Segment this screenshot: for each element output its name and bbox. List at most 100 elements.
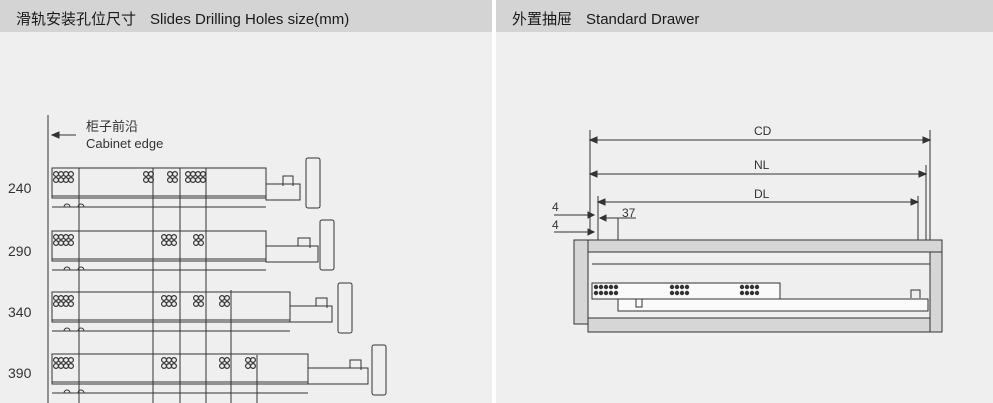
drill-hole [57, 295, 64, 302]
drill-hole [62, 171, 69, 178]
drill-hole [219, 301, 226, 308]
hole-offset-label: 37 [622, 206, 636, 220]
drill-hole [52, 177, 59, 184]
drill-hole [198, 295, 205, 302]
drawer-hole [669, 290, 675, 296]
cd-label: CD [754, 124, 772, 138]
title-zh-right: 外置抽屉 [512, 11, 573, 28]
drill-hole [198, 240, 205, 247]
panel-title-left: 滑轨安装孔位尺寸 Slides Drilling Holes size(mm) [16, 8, 349, 29]
drill-hole [167, 171, 174, 178]
drawer-hole [608, 290, 614, 296]
row-label-290: 290 [8, 243, 32, 259]
drill-hole [200, 171, 207, 178]
drawer-hole [674, 284, 680, 290]
drill-hole [193, 295, 200, 302]
slide-rail [51, 230, 267, 262]
drawer-hole [608, 284, 614, 290]
drill-hole [185, 171, 192, 178]
drill-hole [67, 240, 74, 247]
drill-hole [161, 363, 168, 370]
drawer-hole-group [593, 284, 760, 296]
drill-hole [190, 171, 197, 178]
standard-drawer-panel: 外置抽屉 Standard Drawer [496, 0, 993, 403]
row-label-390: 390 [8, 365, 32, 381]
drill-hole [62, 177, 69, 184]
drill-hole [52, 301, 59, 308]
slide-hook [297, 237, 311, 248]
slide-end-cap [319, 219, 335, 271]
drill-hole [57, 301, 64, 308]
slide-extension [265, 245, 319, 263]
hole-pattern-group [52, 171, 257, 370]
slide-row-240 [51, 157, 321, 209]
drill-hole [219, 295, 226, 302]
drill-hole [143, 171, 150, 178]
drill-hole [57, 240, 64, 247]
slide-rail [51, 167, 267, 199]
drawer-hole [598, 284, 604, 290]
drill-hole [190, 177, 197, 184]
slide-end-cap [337, 282, 353, 334]
slide-extension [307, 367, 369, 385]
slide-end-cap [371, 344, 387, 396]
drawer-hole [744, 284, 750, 290]
drill-hole [161, 357, 168, 364]
drill-hole [148, 171, 155, 178]
drill-hole [250, 363, 257, 370]
drill-hole [171, 301, 178, 308]
drill-hole [62, 363, 69, 370]
drill-hole [171, 234, 178, 241]
drawer-slide-runner [617, 298, 929, 312]
drill-hole [143, 177, 150, 184]
drawer-hole [749, 290, 755, 296]
drill-hole [67, 177, 74, 184]
drill-hole [250, 357, 257, 364]
drill-hole [161, 295, 168, 302]
slide-hook [282, 175, 294, 186]
drawer-hole [679, 284, 685, 290]
drawer-front [573, 239, 589, 325]
drawer-slide-hook [910, 289, 921, 298]
drill-hole [166, 240, 173, 247]
slide-extension [265, 183, 301, 201]
drawer-hole [593, 290, 599, 296]
drill-hole [171, 357, 178, 364]
drill-hole [166, 301, 173, 308]
title-zh-left: 滑轨安装孔位尺寸 [16, 11, 137, 28]
drill-hole [67, 363, 74, 370]
slide-hook [349, 359, 362, 370]
drill-hole [52, 295, 59, 302]
drill-hole [166, 357, 173, 364]
title-en-right: Standard Drawer [586, 11, 700, 28]
drill-hole [193, 240, 200, 247]
drill-hole [52, 171, 59, 178]
panel-title-right: 外置抽屉 Standard Drawer [512, 8, 699, 29]
slide-row-290 [51, 219, 335, 271]
drawer-bottom [587, 317, 931, 333]
drawer-hole [603, 290, 609, 296]
drill-hole [193, 301, 200, 308]
dl-label: DL [754, 187, 770, 201]
slides-drilling-diagram [47, 115, 387, 403]
slide-end-cap [305, 157, 321, 209]
drawer-hole [674, 290, 680, 296]
panel-header-right: 外置抽屉 Standard Drawer [496, 0, 993, 32]
drawer-hole [749, 284, 755, 290]
slide-extension [289, 305, 333, 323]
title-en-left: Slides Drilling Holes size(mm) [150, 11, 350, 28]
drill-hole [166, 363, 173, 370]
row-label-240: 240 [8, 180, 32, 196]
drill-hole [161, 301, 168, 308]
drill-hole [67, 357, 74, 364]
drill-hole [67, 295, 74, 302]
cabinet-edge-arrowhead [50, 131, 60, 139]
drill-hole [62, 295, 69, 302]
drawer-hole [603, 284, 609, 290]
drill-hole [166, 234, 173, 241]
drill-hole [245, 357, 252, 364]
drill-hole [224, 357, 231, 364]
drawer-hole [684, 284, 690, 290]
drill-hole [219, 357, 226, 364]
drill-hole [193, 234, 200, 241]
